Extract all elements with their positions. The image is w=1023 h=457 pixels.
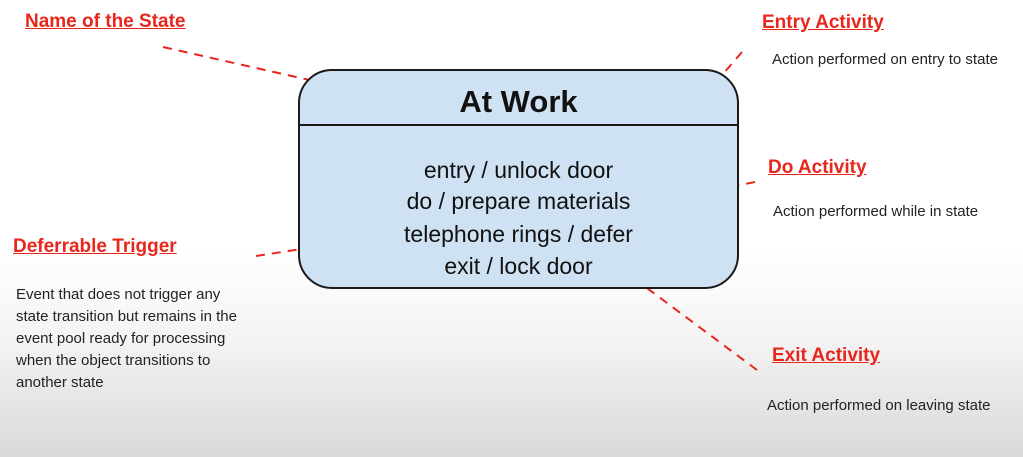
label-name-of-state: Name of the State xyxy=(25,11,186,32)
label-deferrable-trigger: Deferrable Trigger xyxy=(13,236,177,257)
arrow-exit-activity xyxy=(622,269,758,371)
state-title: At Work xyxy=(459,84,578,119)
state-divider xyxy=(300,124,737,126)
state-box: At Work entry / unlock door do / prepare… xyxy=(298,69,739,289)
label-do-activity: Do Activity xyxy=(768,157,867,178)
desc-exit-activity: Action performed on leaving state xyxy=(767,397,991,414)
label-exit-activity: Exit Activity xyxy=(772,345,881,366)
state-deferred-event: telephone rings / defer xyxy=(404,221,633,247)
desc-deferrable-trigger: Event that does not trigger any state tr… xyxy=(16,286,237,391)
state-exit-action: exit / lock door xyxy=(444,253,593,279)
desc-entry-activity: Action performed on entry to state xyxy=(772,51,998,68)
state-entry-action: entry / unlock door xyxy=(423,157,614,183)
desc-do-activity: Action performed while in state xyxy=(773,203,979,220)
label-entry-activity: Entry Activity xyxy=(762,12,884,33)
state-do-action: do / prepare materials xyxy=(406,188,631,214)
